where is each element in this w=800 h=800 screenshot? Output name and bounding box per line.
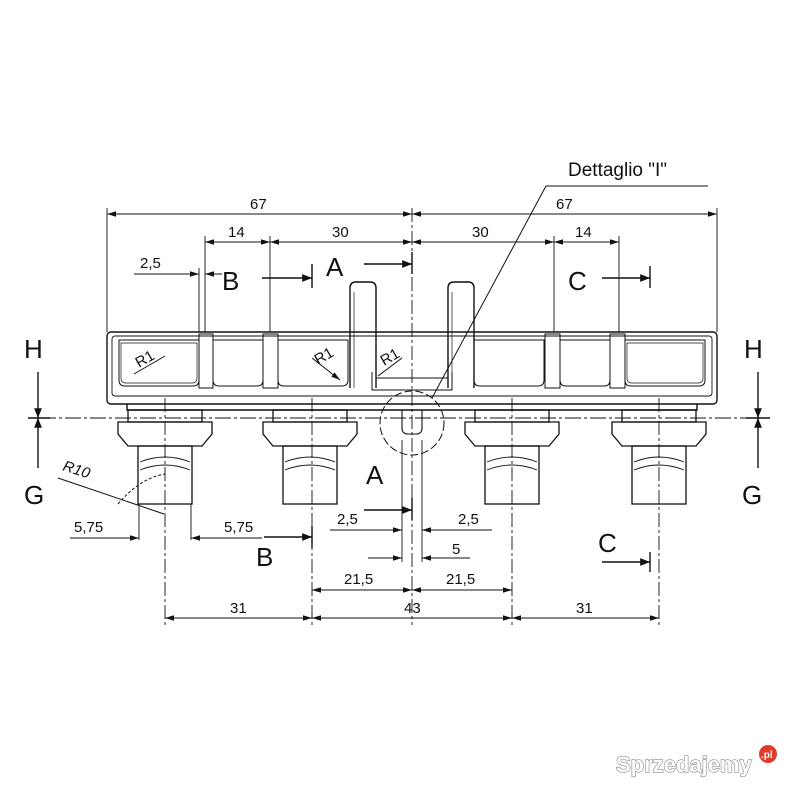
- radius-r1-a: R1: [133, 347, 158, 371]
- callout-label: Dettaglio "I": [568, 160, 667, 181]
- dimension-lines: [57, 185, 717, 621]
- dim-2-5-slot-right: 2,5: [458, 511, 479, 528]
- dim-43: 43: [404, 600, 421, 617]
- section-c-top: C: [568, 266, 587, 296]
- dim-2-5-top: 2,5: [140, 255, 161, 272]
- radius-r1-b: R1: [312, 344, 337, 368]
- dim-21-5-left: 21,5: [344, 571, 373, 588]
- section-b-bottom: B: [256, 542, 273, 572]
- section-letters: A B C A B C H H G G: [24, 252, 763, 572]
- section-c-bottom: C: [598, 528, 617, 558]
- section-h-left: H: [24, 334, 43, 364]
- section-a-top: A: [326, 252, 344, 282]
- dim-5-75-right: 5,75: [224, 519, 253, 536]
- center-lines: [40, 208, 762, 625]
- dim-5-75-left: 5,75: [74, 519, 103, 536]
- outlet-2: [262, 409, 358, 505]
- radius-r10: R10: [61, 458, 93, 483]
- watermark-text: Sprzedajemy: [616, 752, 752, 777]
- detail-circle: [379, 390, 445, 456]
- watermark-suffix: .pl: [761, 750, 773, 761]
- dim-31-right: 31: [576, 600, 593, 617]
- section-markers: [28, 252, 770, 572]
- watermark: Sprzedajemy .pl: [615, 745, 777, 778]
- watermark-dot-icon: [759, 745, 777, 763]
- dim-14-left: 14: [228, 224, 245, 241]
- section-a-bottom: A: [366, 460, 384, 490]
- section-h-right: H: [744, 334, 763, 364]
- dim-31-left: 31: [230, 600, 247, 617]
- dim-14-right: 14: [575, 224, 592, 241]
- dim-5: 5: [452, 541, 460, 558]
- dim-30-right: 30: [472, 224, 489, 241]
- section-g-left: G: [24, 480, 44, 510]
- dim-21-5-right: 21,5: [446, 571, 475, 588]
- dim-2-5-slot-left: 2,5: [337, 511, 358, 528]
- section-b-top: B: [222, 266, 239, 296]
- radius-r1-c: R1: [378, 345, 403, 369]
- dim-67-right: 67: [556, 196, 573, 213]
- dimension-labels: Dettaglio "I" 67 67 14 30 30 14 2,5 R1 R…: [61, 160, 667, 617]
- section-g-right: G: [742, 480, 762, 510]
- dim-67-left: 67: [250, 196, 267, 213]
- dim-30-left: 30: [332, 224, 349, 241]
